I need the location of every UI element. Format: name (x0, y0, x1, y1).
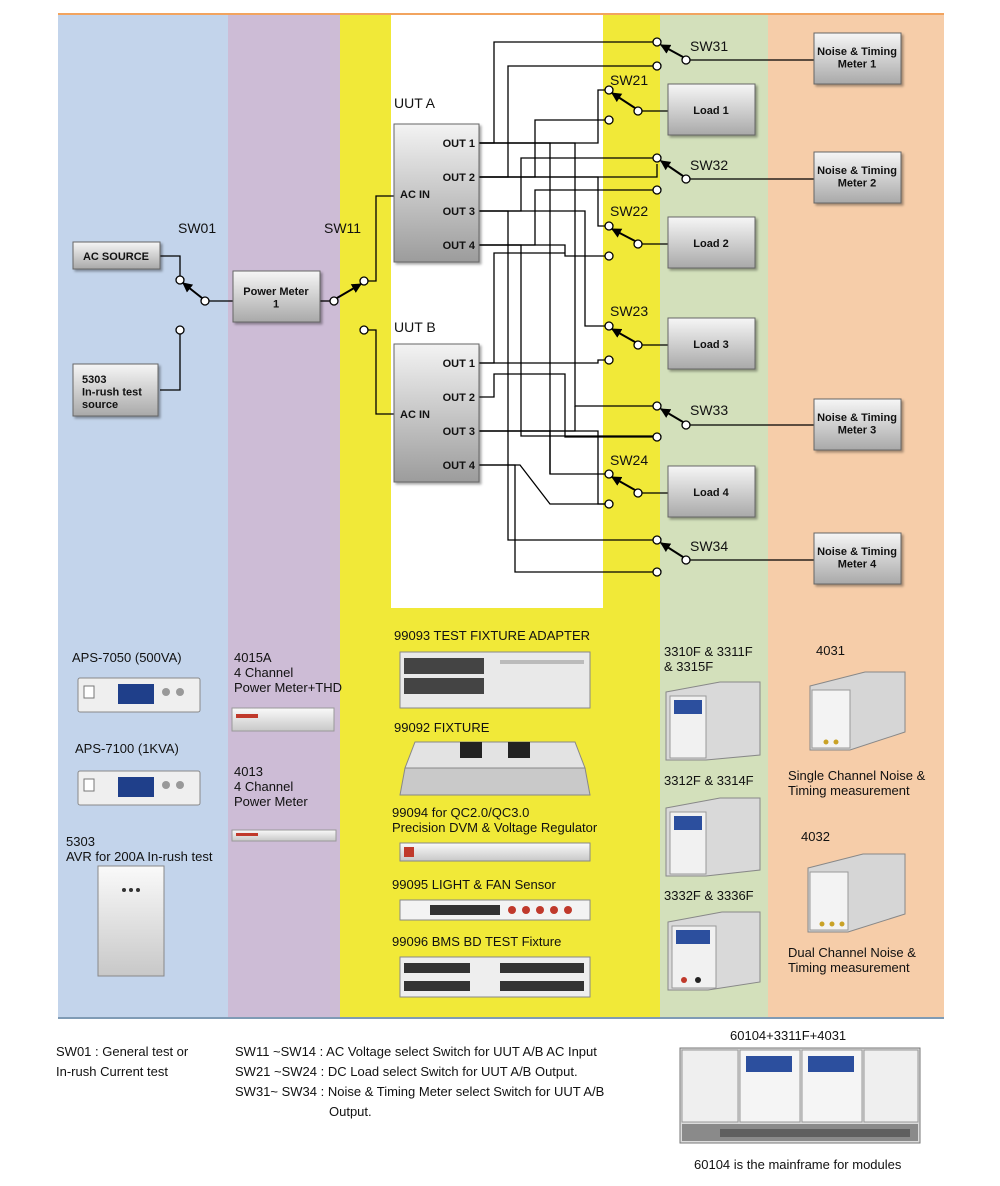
power-meter-box (232, 270, 321, 323)
meter-3-box (813, 398, 902, 451)
load-3-text: Load 3 (693, 339, 728, 351)
legend-sw21: SW21 ~SW24 : DC Load select Switch for U… (235, 1064, 578, 1079)
legend-sw01-line1: SW01 : General test or (56, 1044, 189, 1059)
sw01-label: SW01 (178, 220, 216, 236)
uut-b-box (393, 343, 480, 483)
uut-b-ac-in: AC IN (400, 409, 430, 421)
uut-b-label: UUT B (394, 319, 436, 335)
mainframe-note: 60104 is the mainframe for modules (694, 1157, 902, 1172)
sw34-label: SW34 (690, 538, 728, 554)
f99095-caption: 99095 LIGHT & FAN Sensor (392, 877, 556, 892)
load-2-text: Load 2 (693, 238, 728, 250)
load-3-box (667, 317, 756, 370)
uut-a-out1: OUT 1 (443, 138, 475, 150)
sw11-label: SW11 (324, 220, 361, 236)
uut-a-box (393, 123, 480, 263)
load-2-box (667, 216, 756, 269)
nt4031-desc: Single Channel Noise &Timing measurement (788, 768, 926, 798)
power-meter-column (228, 14, 340, 1018)
uut-a-out2: OUT 2 (443, 172, 475, 184)
sw23-label: SW23 (610, 303, 648, 319)
sw31-label: SW31 (690, 38, 728, 54)
nt4032-caption: 4032 (801, 829, 830, 844)
f99094-image (399, 842, 591, 862)
ac-source-text: AC SOURCE (83, 251, 149, 263)
nt4032-desc: Dual Channel Noise &Timing measurement (788, 945, 916, 975)
sw21-label: SW21 (610, 72, 648, 88)
pm4013-image (231, 829, 337, 842)
f99093-image (399, 651, 591, 709)
uut-b-out1: OUT 1 (443, 358, 475, 370)
sw22-label: SW22 (610, 203, 648, 219)
f99092-image (399, 741, 591, 796)
nt4032-image (807, 853, 906, 933)
f99092-caption: 99092 FIXTURE (394, 720, 490, 735)
uut-a-out3: OUT 3 (443, 206, 475, 218)
sw33-label: SW33 (690, 402, 728, 418)
sw32-label: SW32 (690, 157, 728, 173)
load-1-text: Load 1 (693, 105, 728, 117)
uut-a-out4: OUT 4 (443, 240, 476, 252)
avr5303-image (97, 865, 165, 977)
inrush-source-box (72, 363, 159, 417)
uut-b-out4: OUT 4 (443, 460, 476, 472)
uut-b-out3: OUT 3 (443, 426, 475, 438)
mainframe-image (679, 1047, 921, 1144)
legend-sw11: SW11 ~SW14 : AC Voltage select Switch fo… (235, 1044, 597, 1059)
load-c-caption: 3332F & 3336F (664, 888, 754, 903)
ac-source-box (72, 241, 161, 270)
source-column (58, 14, 228, 1018)
f99096-caption: 99096 BMS BD TEST Fixture (392, 934, 561, 949)
load-4-text: Load 4 (693, 487, 729, 499)
aps7050-image (77, 677, 201, 713)
f99096-image (399, 956, 591, 998)
meter-2-box (813, 151, 902, 204)
sw24-label: SW24 (610, 452, 648, 468)
load-a-image (665, 681, 761, 761)
nt4031-caption: 4031 (816, 643, 845, 658)
legend-sw31: SW31~ SW34 : Noise & Timing Meter select… (235, 1084, 605, 1099)
load-a-caption: 3310F & 3311F& 3315F (664, 644, 753, 674)
uut-a-label: UUT A (394, 95, 436, 111)
load-b-caption: 3312F & 3314F (664, 773, 754, 788)
load-c-image (667, 911, 761, 991)
aps7050-caption: APS-7050 (500VA) (72, 650, 182, 665)
aps7100-caption: APS-7100 (1KVA) (75, 741, 179, 756)
f99093-caption: 99093 TEST FIXTURE ADAPTER (394, 628, 590, 643)
legend-sw31-cont: Output. (329, 1104, 372, 1119)
nt4031-image (809, 671, 906, 751)
mainframe-title: 60104+3311F+4031 (730, 1028, 847, 1043)
load-b-image (665, 797, 761, 877)
meter-4-box (813, 532, 902, 585)
load-1-box (667, 83, 756, 136)
f99095-image (399, 899, 591, 921)
meter-1-box (813, 32, 902, 85)
load-4-box (667, 465, 756, 518)
pm4015a-image (231, 707, 335, 732)
uut-area (391, 14, 603, 608)
legend-sw01-line2: In-rush Current test (56, 1064, 168, 1079)
uut-b-out2: OUT 2 (443, 392, 475, 404)
aps7100-image (77, 770, 201, 806)
uut-a-ac-in: AC IN (400, 189, 430, 201)
